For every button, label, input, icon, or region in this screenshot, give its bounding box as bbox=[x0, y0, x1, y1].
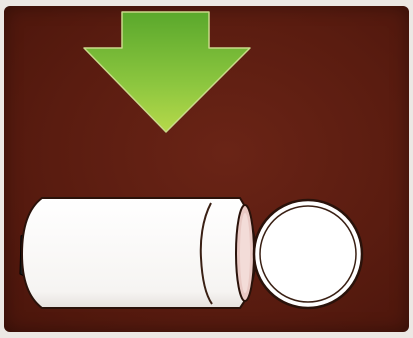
down-arrow-icon bbox=[84, 12, 250, 132]
pictogram-svg bbox=[4, 6, 409, 332]
battery-cell-icon bbox=[20, 198, 362, 308]
instruction-panel bbox=[4, 6, 409, 332]
